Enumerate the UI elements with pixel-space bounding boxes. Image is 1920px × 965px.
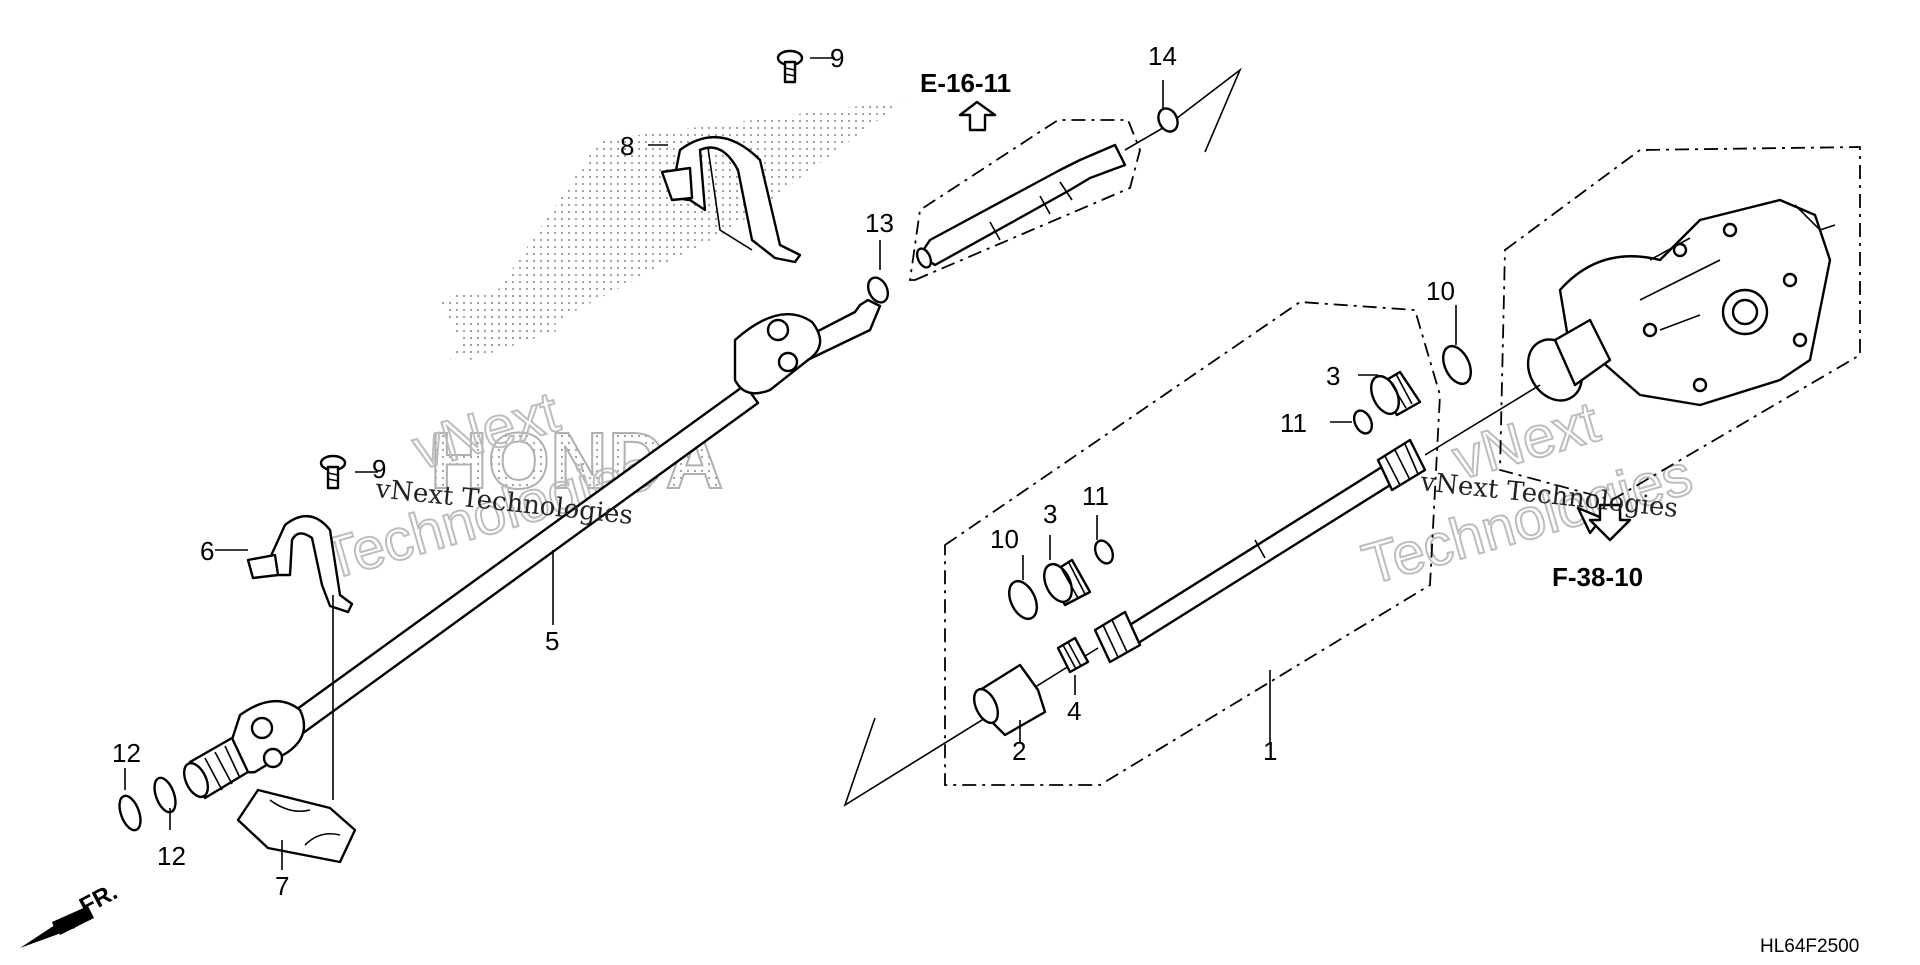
logo-watermark: HONDA <box>429 100 905 506</box>
rear-differential <box>1499 146 1861 535</box>
callout-9-lower: 9 <box>372 454 386 484</box>
intermediate-shaft <box>908 67 1242 281</box>
reference-label-lower: F-38-10 <box>1552 562 1643 592</box>
callout-13: 13 <box>865 208 894 238</box>
ring-11-upper <box>1352 409 1374 435</box>
callout-12-upper: 12 <box>112 738 141 768</box>
center-bearing-bracket-upper <box>660 136 802 264</box>
boot-3-upper <box>1370 370 1422 417</box>
seal-13 <box>866 276 890 304</box>
callout-12-lower: 12 <box>157 841 186 871</box>
callout-leaders <box>124 57 1457 870</box>
bolt-upper <box>776 49 804 84</box>
callout-2: 2 <box>1012 736 1026 766</box>
callout-14: 14 <box>1148 41 1177 71</box>
boot-3-lower <box>1043 558 1092 607</box>
ring-12a <box>118 794 142 832</box>
reference-label-upper: E-16-11 <box>920 68 1011 98</box>
reference-arrow-lower: F-38-10 <box>1552 503 1643 592</box>
ring-12b <box>153 776 177 814</box>
spring-4 <box>1056 636 1090 674</box>
callout-4: 4 <box>1067 696 1081 726</box>
diagram-code: HL64F2500 <box>1760 936 1859 957</box>
ring-11-lower <box>1093 539 1115 565</box>
callout-11-lower: 11 <box>1082 481 1109 511</box>
callout-3-lower: 3 <box>1043 499 1057 529</box>
sleeve-2 <box>972 663 1047 737</box>
callout-5: 5 <box>545 626 559 656</box>
reference-arrow-upper: E-16-11 <box>920 68 1011 132</box>
callout-10-lower: 10 <box>990 524 1019 554</box>
callout-9-upper: 9 <box>830 43 844 73</box>
ring-10-upper <box>1442 344 1472 386</box>
intermediate-axle-kit <box>843 301 1541 807</box>
ring-10-lower <box>1008 579 1038 621</box>
callout-10-upper: 10 <box>1426 276 1455 306</box>
front-direction-arrow: FR. <box>20 878 122 948</box>
ring-14 <box>1157 107 1179 133</box>
logo-watermark-text: HONDA <box>430 416 723 505</box>
lower-mount-plate <box>236 788 357 864</box>
propeller-shaft <box>182 298 882 800</box>
callout-1: 1 <box>1263 736 1277 766</box>
center-bearing-bracket-lower <box>246 515 354 614</box>
callout-7: 7 <box>275 871 289 901</box>
bolt-lower <box>319 454 347 490</box>
callout-11-upper: 11 <box>1280 408 1307 438</box>
callout-numbers: 1 2 3 3 4 5 6 7 8 9 9 10 10 11 11 12 12 … <box>112 41 1455 901</box>
callout-8: 8 <box>620 131 634 161</box>
callout-6: 6 <box>200 536 214 566</box>
callout-3-upper: 3 <box>1326 361 1340 391</box>
